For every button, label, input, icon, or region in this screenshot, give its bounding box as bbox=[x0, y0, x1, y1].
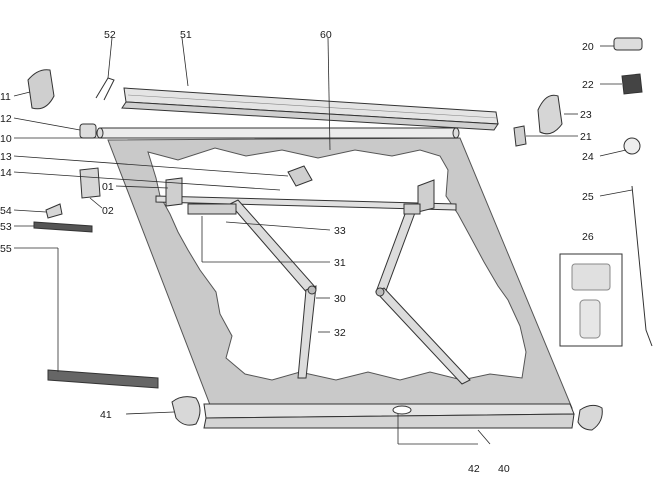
label-13: 13 bbox=[0, 151, 12, 163]
label-53: 53 bbox=[0, 221, 12, 233]
label-11: 11 bbox=[0, 91, 11, 103]
hook-52 bbox=[95, 77, 115, 101]
label-12: 12 bbox=[0, 113, 12, 125]
gear-22 bbox=[621, 73, 643, 95]
label-41: 41 bbox=[100, 409, 112, 421]
side-cover-11 bbox=[27, 69, 55, 110]
label-40: 40 bbox=[498, 463, 510, 475]
label-52: 52 bbox=[104, 29, 116, 41]
label-23: 23 bbox=[580, 109, 592, 121]
roller-tube-10 bbox=[96, 127, 460, 139]
label-54: 54 bbox=[0, 205, 12, 217]
label-33: 33 bbox=[334, 225, 346, 237]
label-42: 42 bbox=[468, 463, 480, 475]
end-caps-41 bbox=[171, 396, 603, 431]
label-51: 51 bbox=[180, 29, 192, 41]
label-10: 10 bbox=[0, 133, 12, 145]
clip-54 bbox=[45, 203, 63, 219]
bearing-23 bbox=[537, 94, 563, 135]
bracket-02 bbox=[79, 167, 101, 199]
front-profile-40 bbox=[203, 403, 575, 429]
label-25: 25 bbox=[582, 191, 594, 203]
label-60: 60 bbox=[320, 29, 332, 41]
label-01: 01 bbox=[102, 181, 114, 193]
label-31: 31 bbox=[334, 257, 346, 269]
valance-55 bbox=[47, 369, 159, 389]
label-02: 02 bbox=[102, 205, 114, 217]
washer-21 bbox=[513, 125, 527, 147]
callout-labels: 52 51 60 11 12 10 13 14 01 02 54 53 55 2… bbox=[0, 29, 594, 475]
label-20: 20 bbox=[582, 41, 594, 53]
label-22: 22 bbox=[582, 79, 594, 91]
crank-handle-25 bbox=[631, 185, 653, 347]
label-26: 26 bbox=[582, 231, 594, 243]
remote-kit-26 bbox=[559, 253, 623, 347]
eyelet-24 bbox=[623, 137, 641, 155]
left-folding-arm bbox=[187, 199, 317, 379]
motor-20 bbox=[613, 37, 643, 51]
label-55: 55 bbox=[0, 243, 12, 255]
leader-lines bbox=[13, 37, 633, 445]
rail-53 bbox=[33, 221, 93, 233]
cassette-profile-51 bbox=[121, 87, 499, 131]
label-21: 21 bbox=[580, 131, 592, 143]
label-32: 32 bbox=[334, 327, 346, 339]
rear-bar bbox=[155, 165, 457, 213]
label-14: 14 bbox=[0, 167, 12, 179]
label-24: 24 bbox=[582, 151, 594, 163]
right-folding-arm bbox=[375, 203, 471, 385]
label-30: 30 bbox=[334, 293, 346, 305]
end-plug-12 bbox=[79, 123, 97, 139]
